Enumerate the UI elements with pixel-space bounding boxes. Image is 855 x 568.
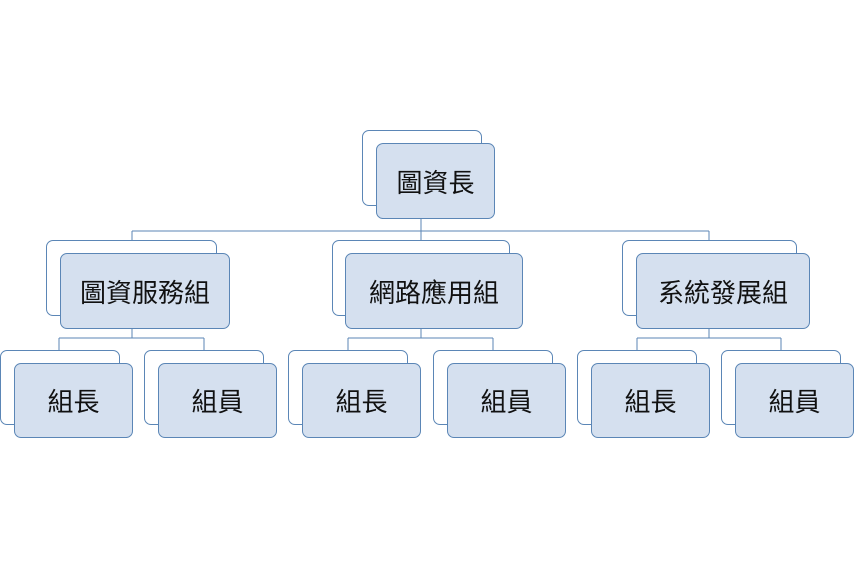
- node-root: 圖資長: [362, 130, 496, 220]
- node-box: 組長: [302, 363, 421, 438]
- node-member-3-2: 組員: [721, 350, 855, 439]
- node-label-member-2-1: 組長: [335, 388, 388, 418]
- node-box: 網路應用組: [345, 253, 523, 329]
- node-label-group-1: 圖資服務組: [79, 278, 210, 309]
- node-box: 組長: [591, 363, 710, 438]
- node-box: 組員: [447, 363, 566, 438]
- node-label-member-3-2: 組員: [768, 388, 821, 418]
- node-label-member-2-2: 組員: [480, 388, 533, 418]
- node-box: 組員: [158, 363, 277, 438]
- node-label-group-3: 系統發展組: [657, 278, 788, 309]
- node-member-1-1: 組長: [0, 350, 134, 439]
- node-box: 圖資長: [376, 143, 495, 219]
- node-box: 系統發展組: [636, 253, 810, 329]
- node-box: 組員: [735, 363, 854, 438]
- node-member-3-1: 組長: [577, 350, 711, 439]
- node-member-1-2: 組員: [144, 350, 278, 439]
- node-box: 組長: [14, 363, 133, 438]
- node-group-1: 圖資服務組: [46, 240, 231, 330]
- node-box: 圖資服務組: [60, 253, 230, 329]
- node-group-3: 系統發展組: [622, 240, 811, 330]
- node-member-2-1: 組長: [288, 350, 422, 439]
- node-label-member-1-2: 組員: [191, 388, 244, 418]
- node-label-group-2: 網路應用組: [368, 278, 499, 309]
- node-group-2: 網路應用組: [332, 240, 524, 330]
- node-label-member-1-1: 組長: [47, 388, 100, 418]
- node-label-root: 圖資長: [396, 168, 475, 199]
- node-label-member-3-1: 組長: [624, 388, 677, 418]
- node-member-2-2: 組員: [433, 350, 567, 439]
